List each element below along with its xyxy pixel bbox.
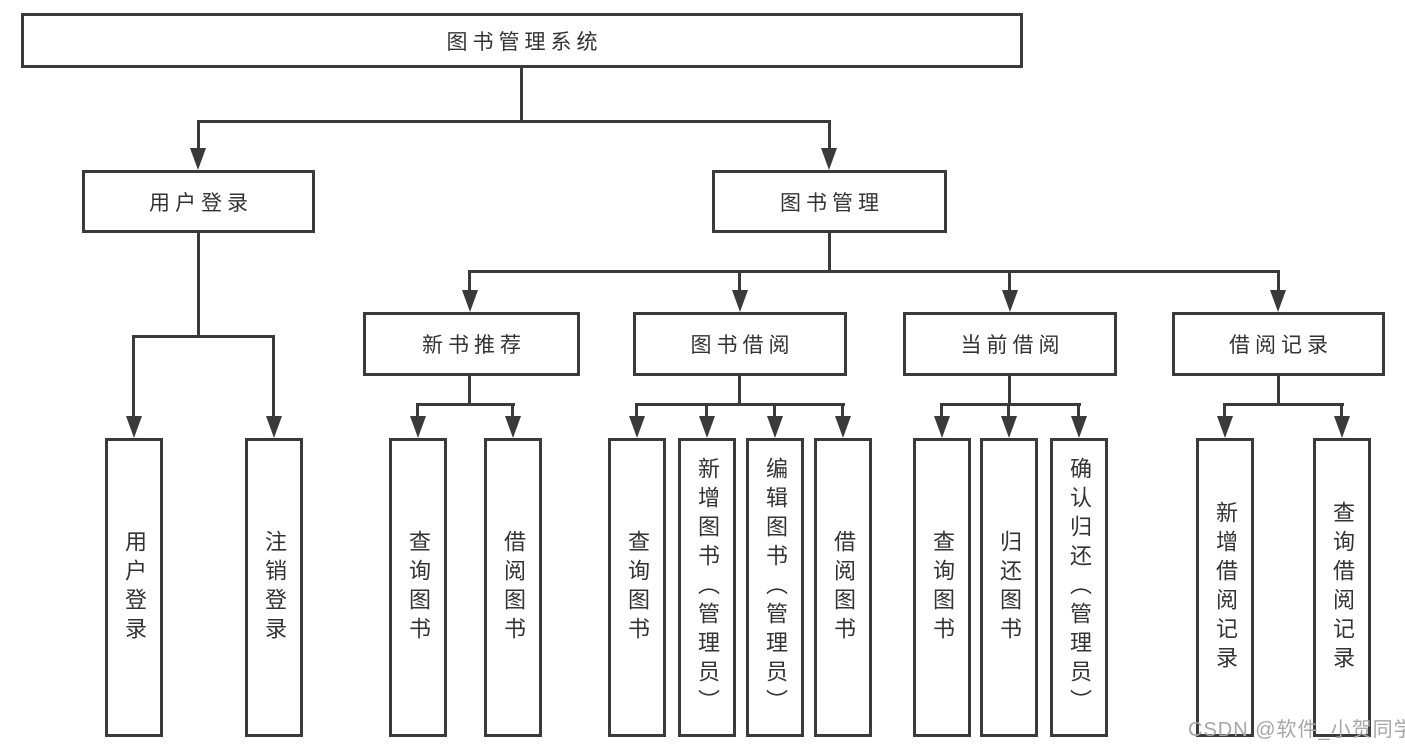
arrowhead-down-icon	[1334, 416, 1350, 438]
node-root: 图书管理系统	[21, 13, 1023, 68]
arrowhead-down-icon	[1217, 416, 1233, 438]
leaf-add-books-admin-label: 新增图书（管理员）	[695, 457, 720, 718]
node-book-borrowing: 图书借阅	[633, 312, 847, 376]
arrowhead-down-icon	[767, 416, 783, 438]
csdn-watermark: CSDN @软件_小贺同学	[1188, 719, 1405, 741]
connector-line	[828, 120, 831, 152]
node-new-book-recommend: 新书推荐	[363, 312, 580, 376]
arrowhead-down-icon	[190, 148, 206, 170]
node-current-borrowing-label: 当前借阅	[960, 334, 1065, 357]
connector-line	[1224, 403, 1344, 406]
connector-line	[1007, 403, 1010, 419]
leaf-return-books: 归还图书	[980, 438, 1038, 737]
node-book-management: 图书管理	[712, 170, 947, 233]
connector-line	[841, 403, 844, 419]
leaf-logout: 注销登录	[245, 438, 303, 737]
arrowhead-down-icon	[1002, 290, 1018, 312]
arrowhead-down-icon	[126, 416, 142, 438]
connector-line	[469, 270, 1280, 273]
leaf-return-books-label: 归还图书	[997, 529, 1022, 646]
leaf-query-books-borrow: 查询图书	[608, 438, 666, 737]
arrowhead-down-icon	[266, 416, 282, 438]
leaf-edit-books-admin: 编辑图书（管理员）	[746, 438, 804, 737]
node-current-borrowing: 当前借阅	[903, 312, 1117, 376]
arrowhead-down-icon	[835, 416, 851, 438]
connector-line	[738, 270, 741, 294]
connector-line	[197, 233, 200, 337]
connector-line	[738, 376, 741, 406]
arrowhead-down-icon	[629, 416, 645, 438]
arrowhead-down-icon	[934, 416, 950, 438]
leaf-add-borrow-record-label: 新增借阅记录	[1213, 500, 1238, 675]
leaf-query-borrow-record-label: 查询借阅记录	[1330, 500, 1355, 675]
arrowhead-down-icon	[821, 148, 837, 170]
leaf-confirm-return-admin-label: 确认归还（管理员）	[1067, 457, 1092, 718]
node-new-book-recommend-label: 新书推荐	[422, 334, 526, 357]
connector-line	[1077, 403, 1080, 419]
connector-line	[511, 403, 514, 419]
connector-line	[1223, 403, 1226, 419]
arrowhead-down-icon	[410, 416, 426, 438]
connector-line	[635, 403, 638, 419]
leaf-borrow-books-recommend-label: 借阅图书	[501, 529, 526, 646]
leaf-query-books-borrow-label: 查询图书	[625, 529, 650, 646]
connector-line	[636, 403, 845, 406]
connector-line	[941, 403, 1081, 406]
connector-line	[1277, 270, 1280, 294]
leaf-query-books-recommend: 查询图书	[389, 438, 447, 737]
arrowhead-down-icon	[1270, 290, 1286, 312]
connector-line	[705, 403, 708, 419]
leaf-add-borrow-record: 新增借阅记录	[1196, 438, 1254, 737]
node-user-login: 用户登录	[82, 170, 315, 233]
node-borrowing-records-label: 借阅记录	[1229, 334, 1333, 357]
leaf-borrow-books: 借阅图书	[814, 438, 872, 737]
arrowhead-down-icon	[699, 416, 715, 438]
connector-line	[1277, 376, 1280, 406]
leaf-borrow-books-recommend: 借阅图书	[484, 438, 542, 737]
connector-line	[1008, 376, 1011, 406]
leaf-query-books-current-label: 查询图书	[930, 529, 955, 646]
arrowhead-down-icon	[732, 290, 748, 312]
connector-line	[197, 120, 200, 152]
leaf-query-books-current: 查询图书	[913, 438, 971, 737]
leaf-query-books-recommend-label: 查询图书	[406, 529, 431, 646]
arrowhead-down-icon	[462, 290, 478, 312]
connector-line	[417, 403, 515, 406]
node-borrowing-records: 借阅记录	[1172, 312, 1385, 376]
leaf-query-borrow-record: 查询借阅记录	[1313, 438, 1371, 737]
node-root-label: 图书管理系统	[446, 30, 603, 54]
node-book-borrowing-label: 图书借阅	[690, 334, 795, 357]
leaf-confirm-return-admin: 确认归还（管理员）	[1050, 438, 1108, 737]
connector-line	[468, 270, 471, 294]
connector-line	[1340, 403, 1343, 419]
leaf-user-login: 用户登录	[105, 438, 163, 737]
connector-line	[1008, 270, 1011, 294]
connector-line	[468, 376, 471, 406]
leaf-borrow-books-label: 借阅图书	[831, 529, 856, 646]
connector-line	[132, 335, 135, 419]
connector-line	[416, 403, 419, 419]
connector-line	[272, 335, 275, 419]
connector-line	[940, 403, 943, 419]
connector-line	[197, 120, 831, 123]
arrowhead-down-icon	[1001, 416, 1017, 438]
connector-line	[828, 233, 831, 272]
node-user-login-label: 用户登录	[149, 191, 253, 215]
connector-line	[133, 335, 275, 338]
leaf-logout-label: 注销登录	[262, 529, 287, 646]
arrowhead-down-icon	[1071, 416, 1087, 438]
node-book-management-label: 图书管理	[780, 191, 884, 215]
connector-line	[773, 403, 776, 419]
leaf-user-login-label: 用户登录	[122, 529, 147, 646]
connector-line	[520, 68, 523, 122]
leaf-edit-books-admin-label: 编辑图书（管理员）	[763, 457, 788, 718]
leaf-add-books-admin: 新增图书（管理员）	[678, 438, 736, 737]
arrowhead-down-icon	[505, 416, 521, 438]
